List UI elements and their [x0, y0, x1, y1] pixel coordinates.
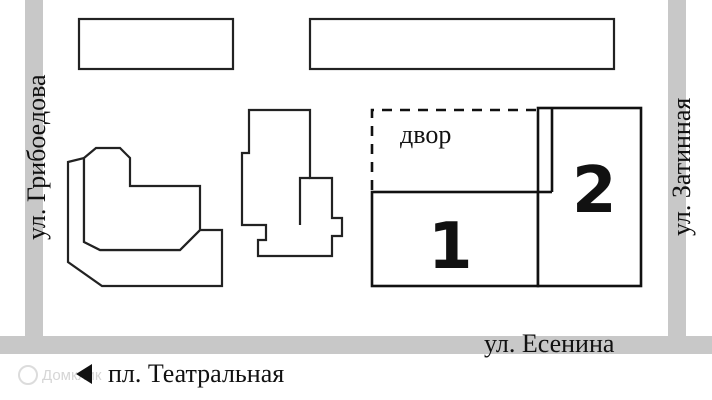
watermark-text: Домклик	[42, 367, 102, 384]
building-top-right	[308, 17, 616, 71]
building-middle	[240, 108, 344, 258]
road-esenina	[0, 336, 712, 354]
road-zatinnaya	[668, 0, 686, 340]
building-middle-wing	[298, 176, 310, 225]
building-irregular-inner	[82, 146, 202, 252]
building-1-label: 1	[428, 210, 473, 284]
building-top-left	[77, 17, 235, 71]
yard-outline	[370, 108, 550, 190]
building-1	[370, 190, 540, 288]
road-griboedova	[25, 0, 43, 340]
street-label-esenina: ул. Есенина	[484, 329, 615, 358]
arrow-left-icon	[76, 364, 92, 384]
building-2-label: 2	[572, 154, 617, 228]
street-label-griboedova: ул. Грибоедова	[22, 74, 51, 240]
square-label-teatralnaya: пл. Театральная	[108, 359, 284, 388]
street-label-zatinnaya: ул. Затинная	[667, 98, 696, 236]
building-2	[536, 106, 643, 288]
yard-label: двор	[400, 120, 451, 149]
